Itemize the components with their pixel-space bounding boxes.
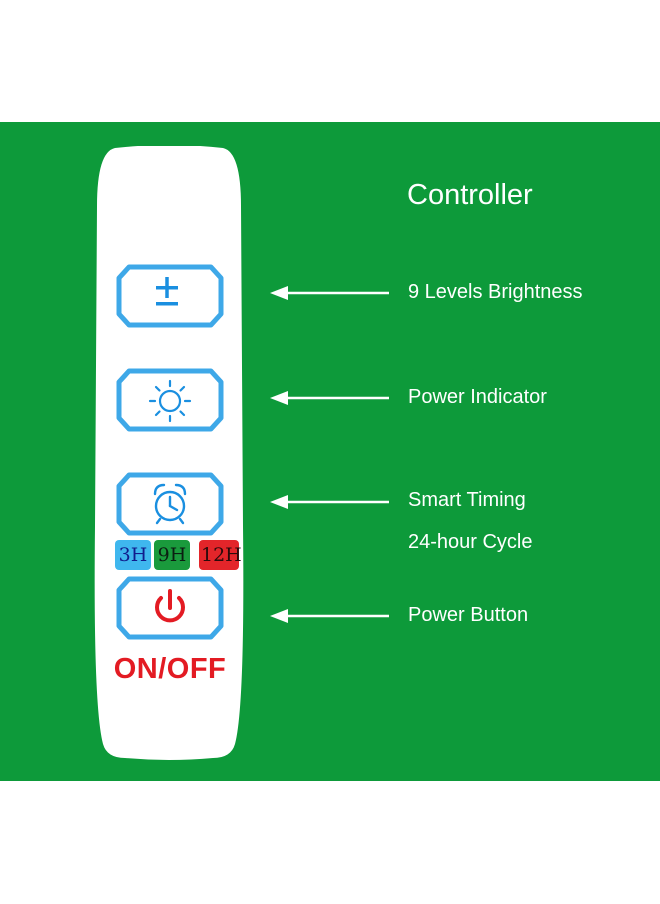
brightness-button[interactable] [115, 264, 225, 328]
timer-options: 3H 9H 12H [115, 540, 242, 570]
indicator-label: Power Indicator [408, 386, 547, 408]
arrow-timing [268, 492, 392, 512]
timing-label: Smart Timing [408, 489, 526, 511]
cycle-label: 24-hour Cycle [408, 531, 533, 553]
smart-timing-button[interactable] [115, 472, 225, 536]
arrow-indicator [268, 388, 392, 408]
power-indicator-button[interactable] [115, 368, 225, 432]
sun-icon [148, 379, 192, 423]
power-icon [155, 589, 185, 623]
arrow-power [268, 606, 392, 626]
power-label: Power Button [408, 604, 529, 626]
timer-3h-badge: 3H [115, 540, 151, 570]
timer-12h-badge: 12H [199, 540, 242, 570]
brightness-label: 9 Levels Brightness [408, 281, 583, 303]
onoff-label: ON/OFF [113, 653, 227, 685]
alarm-clock-icon [153, 483, 187, 525]
timer-9h-badge: 9H [154, 540, 190, 570]
arrow-brightness [268, 283, 392, 303]
plus-minus-icon [156, 277, 178, 306]
controller-title: Controller [407, 179, 533, 211]
power-button[interactable] [115, 576, 225, 640]
